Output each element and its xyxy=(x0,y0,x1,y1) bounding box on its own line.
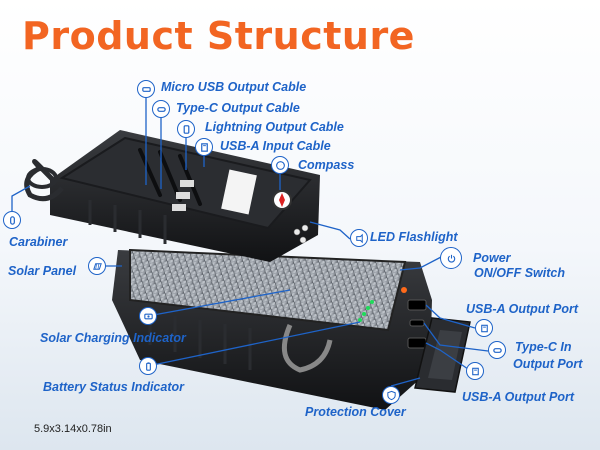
lightning-label: Lightning Output Cable xyxy=(205,120,344,134)
compass-icon xyxy=(271,156,289,174)
battery-status-label: Battery Status Indicator xyxy=(43,380,185,394)
power-switch-label: ON/OFF Switch xyxy=(474,266,565,280)
type-c-in-label: Type-C In xyxy=(515,340,572,354)
micro-usb-icon xyxy=(137,80,155,98)
type-c-icon xyxy=(152,100,170,118)
solar-panel-label: Solar Panel xyxy=(8,264,77,278)
usb-a-port-icon xyxy=(475,319,493,337)
led-flashlight-label: LED Flashlight xyxy=(370,230,458,244)
usb-a-output-port-label-1: USB-A Output Port xyxy=(466,302,579,316)
type-c-cable-label: Type-C Output Cable xyxy=(176,101,300,115)
upper-power-bank xyxy=(50,130,320,262)
carabiner-label: Carabiner xyxy=(9,235,68,249)
shield-icon xyxy=(382,386,400,404)
carabiner-icon xyxy=(3,211,21,229)
lower-power-bank xyxy=(112,248,471,410)
solar-indicator-icon xyxy=(139,307,157,325)
battery-leds xyxy=(358,300,374,322)
solar-panel-icon xyxy=(88,257,106,275)
type-c-output-port-label: Output Port xyxy=(513,357,583,371)
power-label: Power xyxy=(473,251,511,265)
callout-lines xyxy=(11,95,489,387)
power-icon xyxy=(440,247,462,269)
usb-a-output-port-label-2: USB-A Output Port xyxy=(462,390,575,404)
usb-a-input-label: USB-A Input Cable xyxy=(220,139,331,153)
lightning-icon xyxy=(177,120,195,138)
compass-label: Compass xyxy=(298,158,355,172)
usb-a-port-icon xyxy=(466,362,484,380)
page-title: Product Structure xyxy=(22,14,415,58)
solar-panel-surface xyxy=(129,248,407,332)
type-c-port-icon xyxy=(488,341,506,359)
flashlight-icon xyxy=(350,229,368,247)
solar-charging-label: Solar Charging Indicator xyxy=(40,331,186,345)
protection-cover-label: Protection Cover xyxy=(305,405,406,419)
product-dimensions: 5.9x3.14x0.78in xyxy=(34,423,112,435)
battery-icon xyxy=(139,357,157,375)
micro-usb-label: Micro USB Output Cable xyxy=(161,80,307,94)
usb-a-icon xyxy=(195,138,213,156)
